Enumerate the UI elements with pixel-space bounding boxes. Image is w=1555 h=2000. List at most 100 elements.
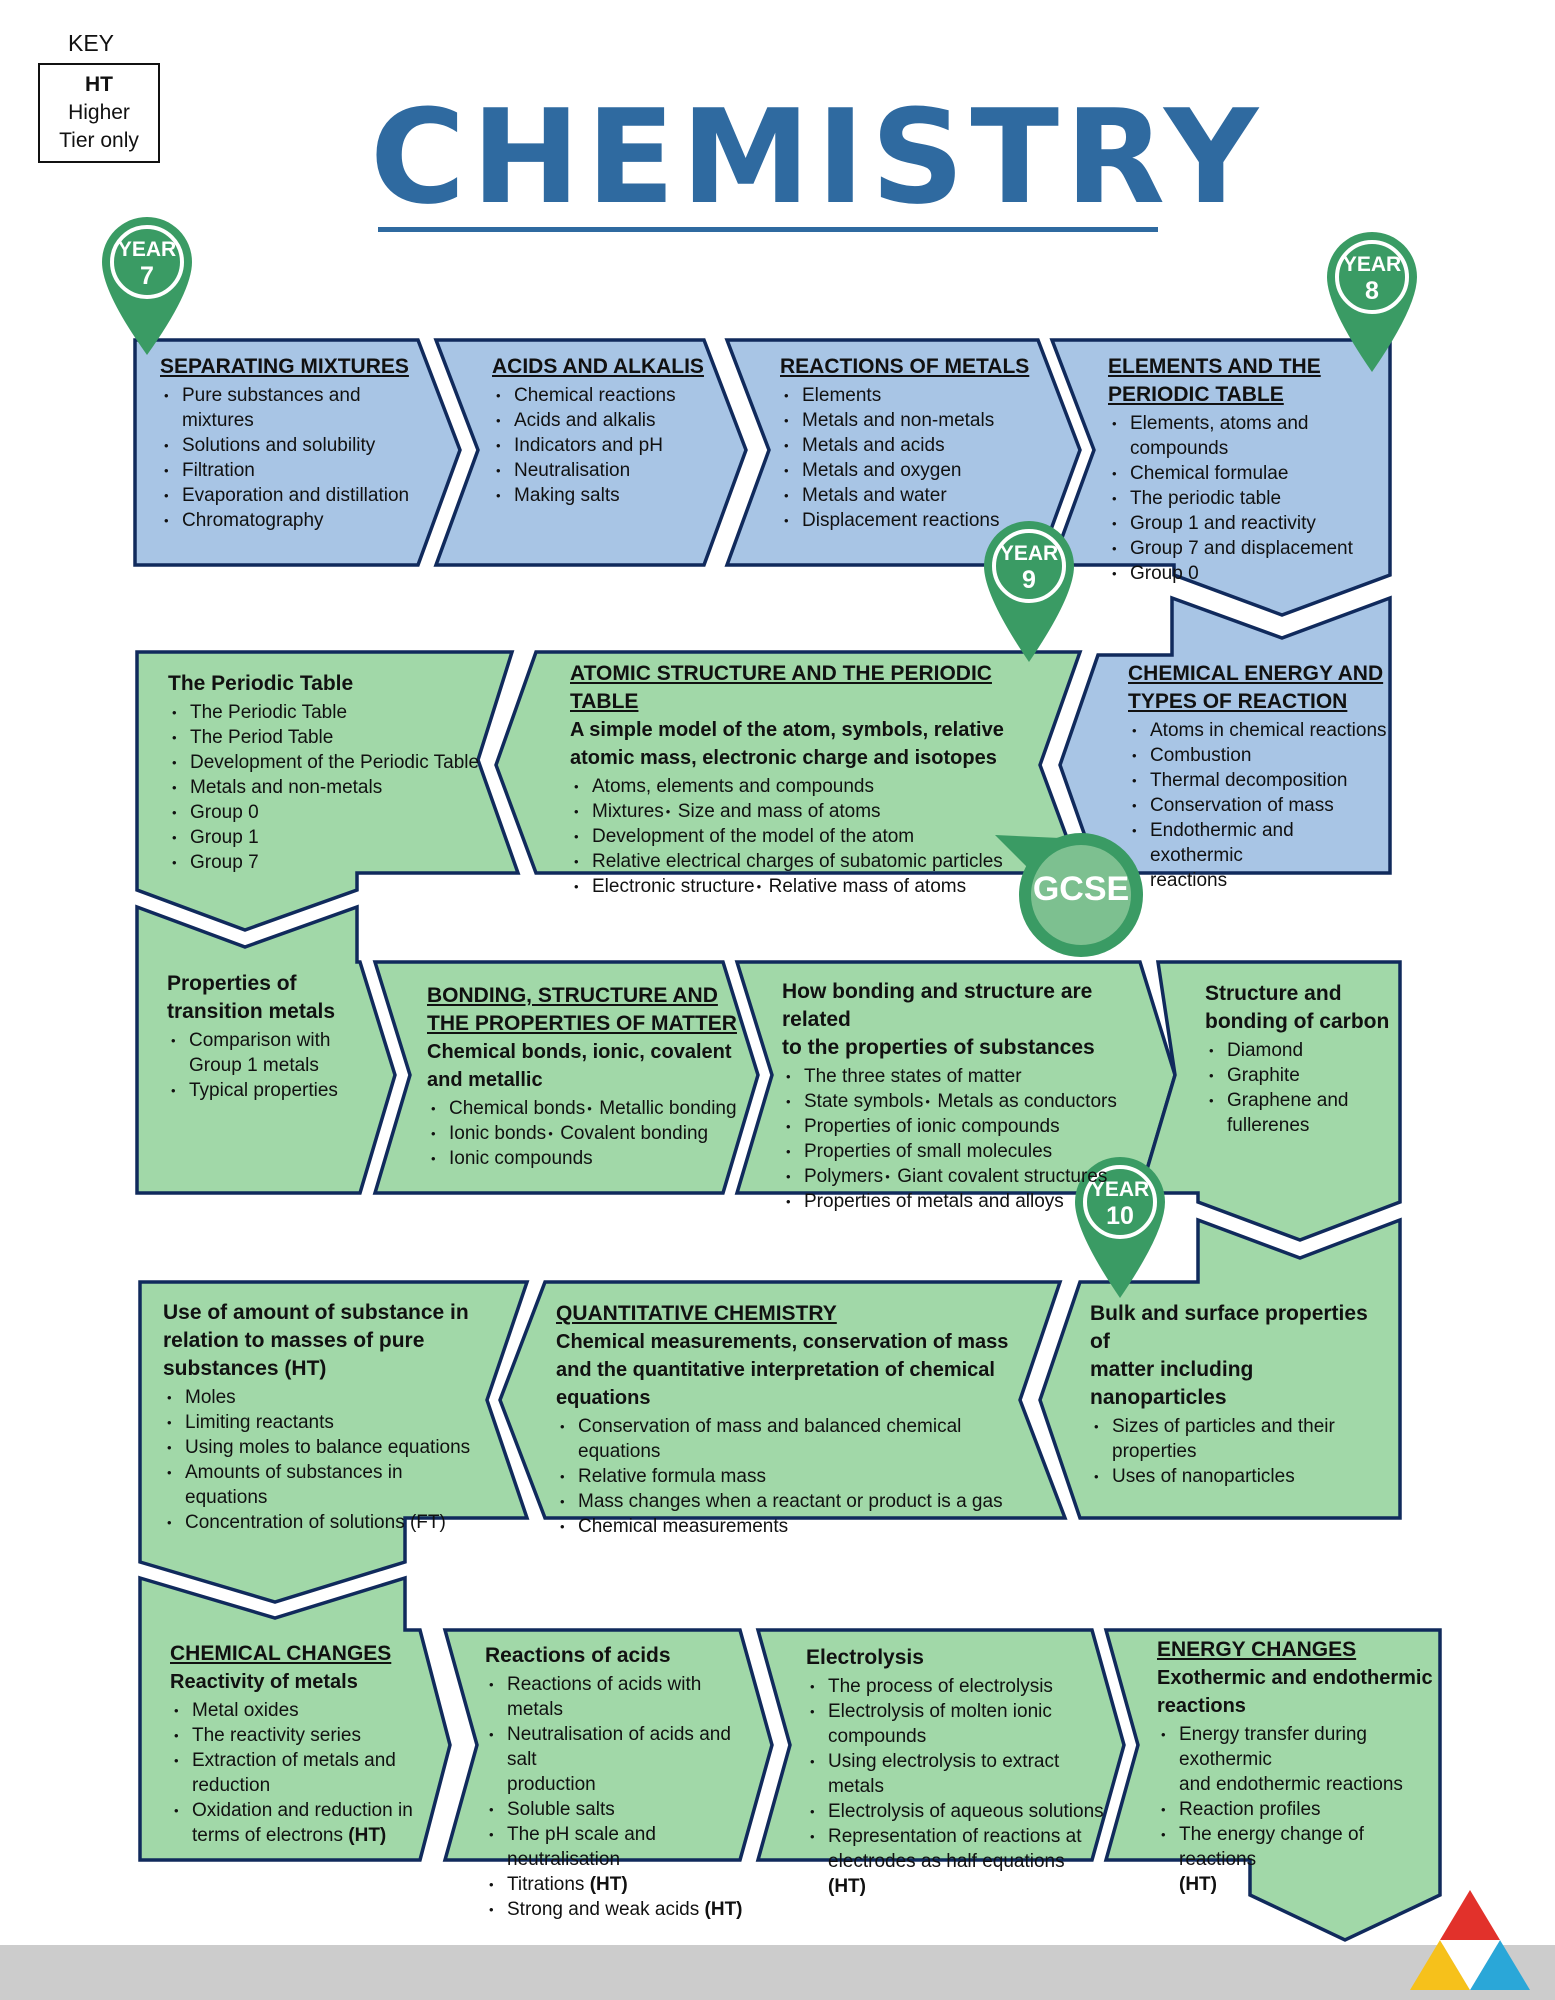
chemical-changes-title: CHEMICAL CHANGES: [170, 1642, 392, 1665]
list-item: reactions: [1150, 870, 1228, 891]
how-bonding-title-line1: How bonding and structure are related: [782, 980, 1093, 1031]
list-item: Soluble salts: [489, 1797, 755, 1822]
bonding-sub2: and metallic: [427, 1069, 543, 1091]
list-item: Reactions of acids with metals: [489, 1672, 755, 1722]
reactions-of-metals-title: REACTIONS OF METALS: [780, 355, 1030, 378]
list-item: Group 7: [172, 850, 488, 875]
bulk-title-line2: matter including nanoparticles: [1090, 1358, 1254, 1409]
list-item: Energy transfer during exothermic: [1161, 1722, 1442, 1772]
reactions-of-acids-title: Reactions of acids: [485, 1644, 671, 1667]
list-item: Group 0: [1112, 561, 1388, 586]
quantitative-chemistry-text: QUANTITATIVE CHEMISTRY Chemical measurem…: [556, 1300, 1016, 1539]
list-item: Diamond: [1209, 1038, 1395, 1063]
carbon-text: Structure and bonding of carbon Diamond …: [1205, 980, 1395, 1138]
elements-title-line2: PERIODIC TABLE: [1108, 383, 1284, 406]
quant-sub2: and the quantitative interpretation of c…: [556, 1359, 995, 1381]
list-item: Sizes of particles and their: [1094, 1414, 1390, 1439]
atomic-structure-text: ATOMIC STRUCTURE AND THE PERIODIC TABLE …: [570, 660, 1050, 899]
list-item: Filtration: [164, 458, 430, 483]
list-item: Neutralisation: [496, 458, 712, 483]
acids-alkalis-text: ACIDS AND ALKALIS Chemical reactions Aci…: [492, 353, 712, 508]
periodic-table-text: The Periodic Table The Periodic Table Th…: [168, 670, 488, 875]
list-item: Properties of small molecules: [786, 1139, 1142, 1164]
list-item: Group 0: [172, 800, 488, 825]
transition-metals-text: Properties of transition metals Comparis…: [167, 970, 377, 1103]
key-line2: Tier only: [59, 129, 139, 152]
list-item: Endothermic and exothermic: [1132, 818, 1390, 868]
list-item: Atoms in chemical reactions: [1132, 718, 1390, 743]
list-item: Extraction of metals and: [174, 1748, 420, 1773]
list-item: Reaction profiles: [1161, 1797, 1442, 1822]
list-item: Chemical formulae: [1112, 461, 1388, 486]
quant-sub1: Chemical measurements, conservation of m…: [556, 1331, 1009, 1353]
list-item: Chromatography: [164, 508, 430, 533]
list-item: Moles: [167, 1385, 483, 1410]
list-item: Concentration of solutions (FT): [167, 1510, 483, 1535]
list-item: Combustion: [1132, 743, 1390, 768]
list-item: Group 7 and displacement: [1112, 536, 1388, 561]
carbon-title-line1: Structure and: [1205, 982, 1342, 1005]
atomic-structure-title: ATOMIC STRUCTURE AND THE PERIODIC TABLE: [570, 662, 992, 713]
list-item: Titrations (HT): [489, 1872, 755, 1897]
list-item: Chemical bondsMetallic bonding: [431, 1096, 747, 1121]
list-item: Properties of ionic compounds: [786, 1114, 1142, 1139]
year-8-pin-icon: [1327, 232, 1417, 372]
list-item: Metals and acids: [784, 433, 1040, 458]
list-item: Chemical reactions: [496, 383, 712, 408]
list-item: Using electrolysis to extract metals: [810, 1749, 1106, 1799]
list-item: Displacement reactions: [784, 508, 1040, 533]
bonding-structure-text: BONDING, STRUCTURE AND THE PROPERTIES OF…: [427, 982, 747, 1171]
how-bonding-text: How bonding and structure are related to…: [782, 978, 1142, 1214]
list-item: Group 1 and reactivity: [1112, 511, 1388, 536]
list-item: Acids and alkalis: [496, 408, 712, 433]
list-item: Making salts: [496, 483, 712, 508]
list-item: reduction: [192, 1775, 271, 1796]
chemical-changes-sub: Reactivity of metals: [170, 1671, 358, 1693]
chemical-changes-text: CHEMICAL CHANGES Reactivity of metals Me…: [170, 1640, 420, 1848]
list-item: production: [507, 1774, 596, 1795]
separating-mixtures-title: SEPARATING MIXTURES: [160, 355, 409, 378]
separating-mixtures-text: SEPARATING MIXTURES Pure substances and …: [160, 353, 430, 533]
quant-sub3: equations: [556, 1387, 651, 1409]
list-item: Comparison with: [171, 1028, 377, 1053]
list-item: Neutralisation of acids and salt: [489, 1722, 755, 1772]
list-item: Group 1 metals: [189, 1055, 319, 1076]
list-item: Conservation of mass: [1132, 793, 1390, 818]
list-item: Ionic bondsCovalent bonding: [431, 1121, 747, 1146]
list-item: Atoms, elements and compounds: [574, 774, 1050, 799]
quant-title: QUANTITATIVE CHEMISTRY: [556, 1302, 837, 1325]
energy-changes-text: ENERGY CHANGES Exothermic and endothermi…: [1157, 1636, 1442, 1897]
carbon-title-line2: bonding of carbon: [1205, 1010, 1390, 1033]
list-item: Development of the Periodic Table: [172, 750, 488, 775]
bulk-title-line1: Bulk and surface properties of: [1090, 1302, 1368, 1353]
bonding-sub1: Chemical bonds, ionic, covalent: [427, 1041, 732, 1063]
transition-title-line2: transition metals: [167, 1000, 336, 1023]
list-item: Chemical measurements: [560, 1514, 1016, 1539]
list-item: Mass changes when a reactant or product …: [560, 1489, 1016, 1514]
list-item: Thermal decomposition: [1132, 768, 1390, 793]
footer-bar: [0, 1945, 1555, 2000]
reactions-of-acids-text: Reactions of acids Reactions of acids wi…: [485, 1642, 755, 1922]
list-item: Metals and non-metals: [784, 408, 1040, 433]
list-item: Using moles to balance equations: [167, 1435, 483, 1460]
list-item: and endothermic reactions: [1179, 1774, 1403, 1795]
amount-title-line3: substances (HT): [163, 1357, 327, 1380]
list-item: Elements: [784, 383, 1040, 408]
bonding-title-line1: BONDING, STRUCTURE AND: [427, 984, 718, 1007]
electrolysis-text: Electrolysis The process of electrolysis…: [806, 1644, 1106, 1899]
list-item: Pure substances and mixtures: [164, 383, 430, 433]
list-item: The energy change of reactions: [1161, 1822, 1442, 1872]
list-item: The Period Table: [172, 725, 488, 750]
bulk-surface-text: Bulk and surface properties of matter in…: [1090, 1300, 1390, 1489]
list-item: Amounts of substances in equations: [167, 1460, 483, 1510]
key-code: HT: [85, 73, 113, 96]
gcse-badge-icon: [995, 833, 1143, 957]
amount-title-line1: Use of amount of substance in: [163, 1301, 469, 1324]
energy-changes-sub1: Exothermic and endothermic: [1157, 1667, 1433, 1689]
list-item: State symbolsMetals as conductors: [786, 1089, 1142, 1114]
list-item: Typical properties: [171, 1078, 377, 1103]
elements-title-line1: ELEMENTS AND THE: [1108, 355, 1321, 378]
list-item: The process of electrolysis: [810, 1674, 1106, 1699]
list-item: Relative formula mass: [560, 1464, 1016, 1489]
